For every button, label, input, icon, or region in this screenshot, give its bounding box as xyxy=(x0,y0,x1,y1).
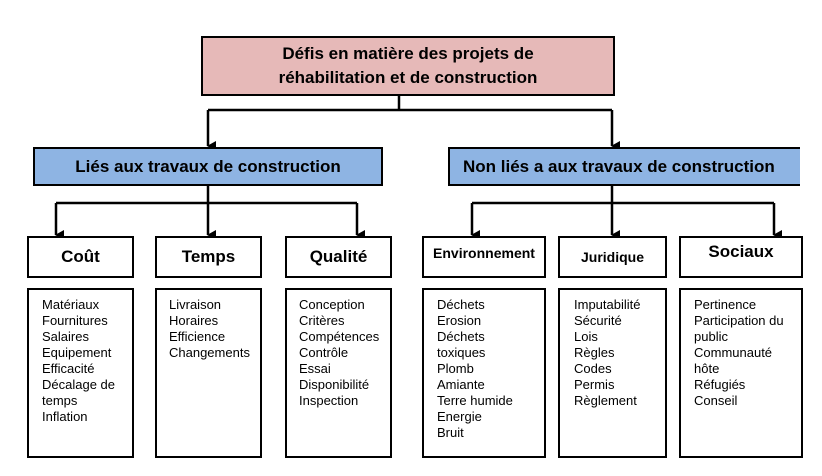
list-item: Changements xyxy=(169,345,250,360)
list-item: Décalage de temps xyxy=(42,377,115,408)
root-title-line-2: réhabilitation et de construction xyxy=(278,68,538,87)
list-item: Disponibilité xyxy=(299,377,370,392)
category-title: Qualité xyxy=(309,247,368,266)
category-temps: Temps xyxy=(155,236,262,278)
list-item: Pertinence xyxy=(694,297,757,312)
items-qualite: Conception Critères Compétences Contrôle… xyxy=(285,288,392,458)
category-title: Sociaux xyxy=(708,242,774,261)
list-item: Bruit xyxy=(437,425,464,440)
items-juridique: Imputabilité Sécurité Lois Règles Codes … xyxy=(558,288,667,458)
list-item: Conception xyxy=(299,297,365,312)
items-sociaux: Pertinence Participation du public Commu… xyxy=(679,288,803,458)
list-item: Déchets xyxy=(437,297,485,312)
list-item: Essai xyxy=(299,361,331,376)
list-item: Compétences xyxy=(299,329,380,344)
list-item: Déchets toxiques xyxy=(437,329,486,360)
group-label: Liés aux travaux de construction xyxy=(75,156,341,176)
list-item: Plomb xyxy=(437,361,474,376)
root-node: Défis en matière des projets de réhabili… xyxy=(201,36,615,96)
category-sociaux: Sociaux xyxy=(679,236,803,278)
category-qualite: Qualité xyxy=(285,236,392,278)
list-item: Participation du public xyxy=(694,313,784,344)
group-non-construction-related: Non liés a aux travaux de construction xyxy=(448,147,800,186)
category-juridique: Juridique xyxy=(558,236,667,278)
list-item: Sécurité xyxy=(574,313,622,328)
category-title: Juridique xyxy=(580,249,644,265)
root-title-line-1: Défis en matière des projets de xyxy=(282,44,534,63)
list-item: Règlement xyxy=(574,393,637,408)
category-title: Temps xyxy=(181,247,236,266)
list-item: Inspection xyxy=(299,393,359,408)
list-item: Conseil xyxy=(694,393,738,408)
list-item: Imputabilité xyxy=(574,297,641,312)
category-cout: Coût xyxy=(27,236,134,278)
list-item: Permis xyxy=(574,377,615,392)
list-item: Energie xyxy=(437,409,482,424)
items-environnement: Déchets Erosion Déchets toxiques Plomb A… xyxy=(422,288,546,458)
list-item: Règles xyxy=(574,345,615,360)
category-environnement: Environnement xyxy=(422,236,546,278)
list-item: Communauté hôte xyxy=(694,345,773,376)
group-label: Non liés a aux travaux de construction xyxy=(463,156,775,176)
list-item: Contrôle xyxy=(299,345,349,360)
list-item: Matériaux xyxy=(42,297,100,312)
list-item: Efficience xyxy=(169,329,226,344)
list-item: Amiante xyxy=(437,377,485,392)
category-title: Environnement xyxy=(433,245,535,261)
list-item: Erosion xyxy=(437,313,482,328)
category-title: Coût xyxy=(61,247,100,266)
list-item: Salaires xyxy=(42,329,89,344)
list-item: Terre humide xyxy=(437,393,513,408)
list-item: Equipement xyxy=(42,345,112,360)
list-item: Horaires xyxy=(169,313,219,328)
items-cout: Matériaux Fournitures Salaires Equipemen… xyxy=(27,288,134,458)
list-item: Critères xyxy=(299,313,345,328)
items-temps: Livraison Horaires Efficience Changement… xyxy=(155,288,262,458)
list-item: Lois xyxy=(574,329,598,344)
list-item: Inflation xyxy=(42,409,88,424)
list-item: Réfugiés xyxy=(694,377,746,392)
list-item: Codes xyxy=(574,361,612,376)
group-construction-related: Liés aux travaux de construction xyxy=(33,147,383,186)
list-item: Fournitures xyxy=(42,313,108,328)
list-item: Efficacité xyxy=(42,361,95,376)
list-item: Livraison xyxy=(169,297,222,312)
